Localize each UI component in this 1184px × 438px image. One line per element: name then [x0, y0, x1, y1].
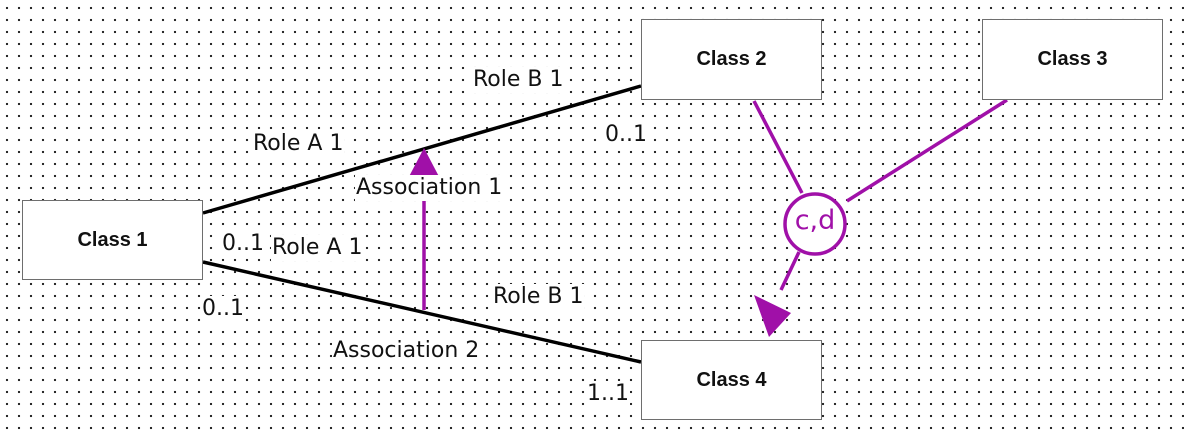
class-1-name: Class 1 — [77, 228, 148, 251]
association-2-line[interactable] — [202, 260, 642, 364]
class-2-box[interactable]: Class 2 — [641, 19, 822, 100]
class-3-box[interactable]: Class 3 — [982, 19, 1163, 100]
constraint-arrowhead — [754, 295, 791, 337]
class-4-name: Class 4 — [696, 368, 767, 391]
class-2-name: Class 2 — [696, 48, 767, 70]
association-1-name: Association 1 — [355, 175, 504, 201]
association-2-role-a: Role A 1 — [271, 235, 364, 261]
class3-constraint-line[interactable] — [846, 98, 1008, 203]
constraint-class4-line[interactable] — [779, 251, 801, 291]
association-1-mult-a: 0..1 — [221, 231, 265, 257]
association-1-role-a: Role A 1 — [252, 131, 345, 157]
association-1-role-b: Role B 1 — [472, 67, 565, 93]
association-2-name: Association 2 — [332, 338, 481, 364]
association-2-role-b: Role B 1 — [492, 284, 585, 310]
class-1-box[interactable]: Class 1 — [22, 200, 203, 280]
association-2-mult-b: 1..1 — [586, 381, 630, 407]
association-1-line[interactable] — [202, 84, 642, 215]
class2-constraint-line[interactable] — [752, 100, 804, 194]
class-4-box[interactable]: Class 4 — [641, 340, 822, 420]
association-2-mult-a: 0..1 — [201, 296, 245, 322]
class-3-name: Class 3 — [1037, 48, 1108, 70]
constraint-label: c,d — [794, 205, 836, 236]
association-1-mult-b: 0..1 — [604, 122, 648, 148]
constraint-circle[interactable] — [783, 192, 847, 256]
